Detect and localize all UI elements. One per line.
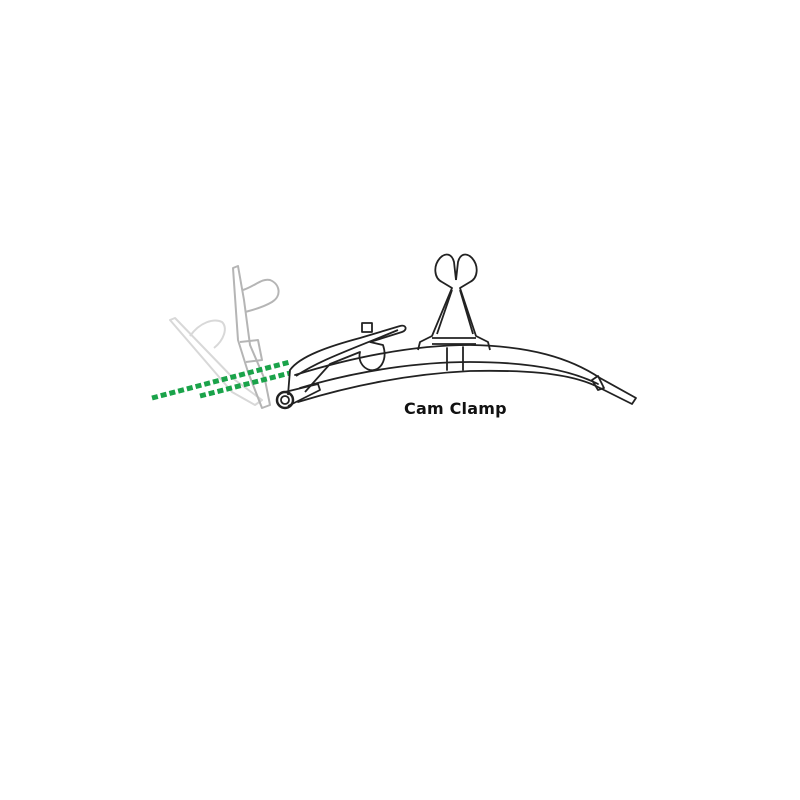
y-bracket (417, 253, 491, 351)
cam-clamp-label: Cam Clamp (404, 399, 507, 418)
ghost-clamp-open (169, 317, 263, 406)
motion-guide-lines (151, 359, 291, 401)
cam-lever-closed (275, 322, 407, 410)
base-arc (294, 344, 637, 405)
ghost-clamp-partial (232, 265, 280, 409)
